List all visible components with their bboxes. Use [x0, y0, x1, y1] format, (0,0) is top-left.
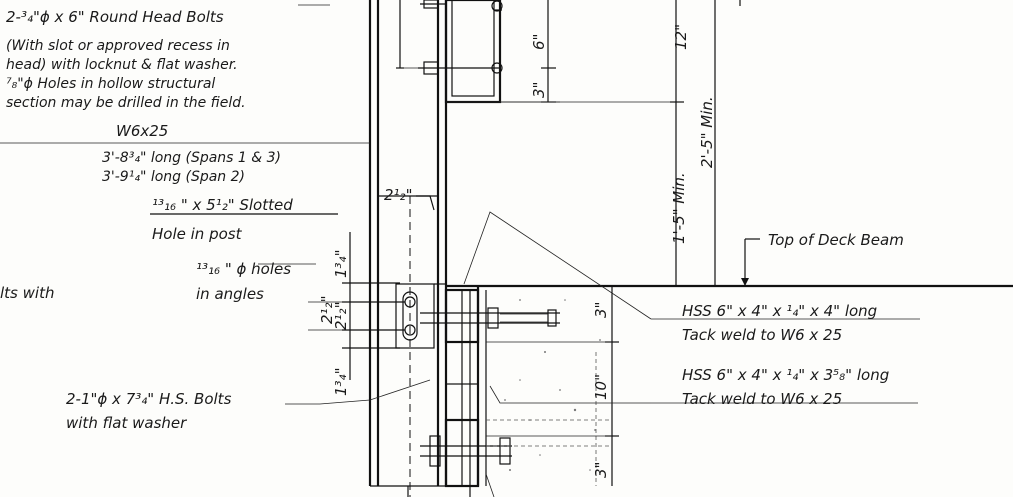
dim-12in: 12"	[672, 24, 690, 50]
hs-bolts-title: 2-1"ϕ x 7³₄" H.S. Bolts	[66, 390, 232, 408]
deck-beam-web	[470, 285, 487, 486]
lower-dash-lines	[486, 352, 612, 486]
hss-upper-weld-note: Tack weld to W6 x 25	[682, 326, 842, 344]
vertical-dimensions-right	[446, 0, 741, 285]
dim-3in-top: 3"	[530, 82, 548, 98]
dim-1ft-5in-min: 1'-5" Min.	[670, 172, 688, 244]
dim-3in-mid: 3"	[592, 302, 610, 318]
w6x25-length-span-2: 3'-9¹₄" long (Span 2)	[102, 169, 245, 185]
dim-2-half-a: 2¹₂"	[318, 296, 336, 324]
hs-bolts-note: with flat washer	[66, 414, 187, 432]
round-head-bolts-note-1: (With slot or approved recess in	[6, 38, 230, 54]
hs-bolts	[420, 307, 560, 467]
dim-2-half-offset: 2¹₂"	[384, 186, 412, 204]
dim-3in-bottom: 3"	[592, 462, 610, 478]
hss-lower-size: HSS 6" x 4" x ¹₄" x 3⁵₈" long	[682, 366, 889, 384]
cut-off-left-label: lts with	[0, 284, 54, 302]
top-of-deck-beam-line	[446, 238, 1013, 288]
slotted-hole-centerline	[150, 196, 411, 497]
w6x25-label: W6x25	[116, 122, 168, 140]
dim-1-34-top: 1³₄"	[332, 250, 350, 278]
dim-1-34-bottom: 1³₄"	[332, 368, 350, 396]
angle-plate	[395, 283, 446, 349]
round-head-bolts-note-2: head) with locknut & flat washer.	[6, 57, 238, 73]
angle-holes-label: in angles	[196, 285, 264, 303]
angle-holes-size: ¹³₁₆ " ϕ holes	[196, 260, 291, 278]
w6x25-length-spans-1-3: 3'-8³₄" long (Spans 1 & 3)	[102, 150, 281, 166]
round-head-bolts-title: 2-³₄"ϕ x 6" Round Head Bolts	[6, 8, 224, 26]
round-head-bolts-note-3: ⁷₈"ϕ Holes in hollow structural	[6, 76, 215, 92]
angle-hole-dimensions	[308, 232, 405, 380]
bolt-spacing-dimension	[396, 0, 404, 69]
dim-2ft-5in-min: 2'-5" Min.	[698, 96, 716, 168]
top-round-head-bolts	[400, 0, 500, 75]
round-head-bolts-note-4: section may be drilled in the field.	[6, 95, 246, 111]
hss-upper-size: HSS 6" x 4" x ¹₄" x 4" long	[682, 302, 877, 320]
top-rail-tube	[444, 0, 503, 104]
dim-10in: 10"	[592, 374, 610, 400]
hss-lower-weld-note: Tack weld to W6 x 25	[682, 390, 842, 408]
slotted-hole-label: Hole in post	[152, 225, 243, 243]
post-offset-dimension	[378, 190, 439, 230]
lower-vertical-dimensions	[486, 286, 619, 486]
post-w6x25	[368, 0, 448, 487]
slotted-hole-size: ¹³₁₆ " x 5¹₂" Slotted	[152, 196, 293, 214]
leader-lines	[0, 4, 920, 497]
dim-2-half-b: 2¹₂"	[332, 302, 350, 330]
dim-6in: 6"	[530, 34, 548, 50]
concrete-hatch	[504, 299, 601, 471]
top-of-deck-beam-label: Top of Deck Beam	[768, 231, 904, 249]
